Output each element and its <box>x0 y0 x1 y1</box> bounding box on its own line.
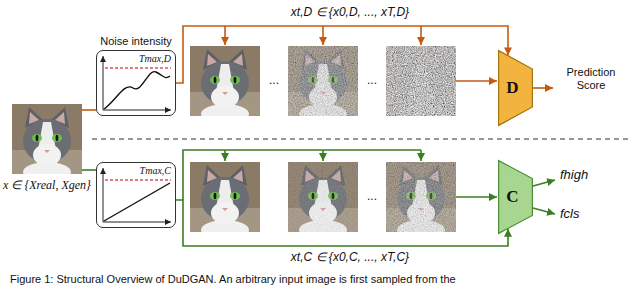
ellipsis: ... <box>364 189 380 203</box>
flow-connector <box>82 169 96 171</box>
noise-chart-d <box>103 56 171 110</box>
trapezoid-shape <box>499 161 533 234</box>
chart-title: Noise intensity <box>86 34 186 48</box>
input-image: x ∈ {Xreal, Xgen} <box>12 104 82 174</box>
threshold-label: Tmax,C <box>97 165 175 177</box>
noise-schedule-box: Tmax,C <box>96 162 176 228</box>
classifier-block: C <box>498 160 533 234</box>
noise-schedule-box: Noise intensityTmax,D <box>96 50 176 116</box>
threshold-label: Tmax,D <box>97 53 175 65</box>
separator-line <box>92 138 632 139</box>
figure-caption: Figure 1: Structural Overview of DuDGAN.… <box>10 273 456 286</box>
ellipsis: ... <box>266 73 282 87</box>
ellipsis: ... <box>364 73 380 87</box>
edge-label: xt,D ∈ {x0,D, ..., xT,D} <box>289 5 411 19</box>
noised-cat-images-c <box>190 162 456 240</box>
output-label: fcls <box>560 206 620 221</box>
noised-cat-images-d <box>190 46 456 124</box>
edge-label: xt,C ∈ {x0,C, ..., xT,C} <box>289 250 411 264</box>
flow-connector <box>176 26 508 83</box>
input-set-label: x ∈ {Xreal, Xgen} <box>2 178 92 192</box>
output-label: Prediction Score <box>556 66 626 92</box>
noise-chart-c <box>103 168 171 222</box>
output-label: fhigh <box>560 167 620 182</box>
discriminator-block: D <box>498 50 533 126</box>
block-letter: C <box>506 187 524 207</box>
trapezoid-shape <box>499 51 533 126</box>
flow-connector <box>82 109 96 111</box>
flow-connector <box>176 200 508 246</box>
input-cat-image <box>12 104 82 182</box>
block-letter: D <box>506 78 524 98</box>
